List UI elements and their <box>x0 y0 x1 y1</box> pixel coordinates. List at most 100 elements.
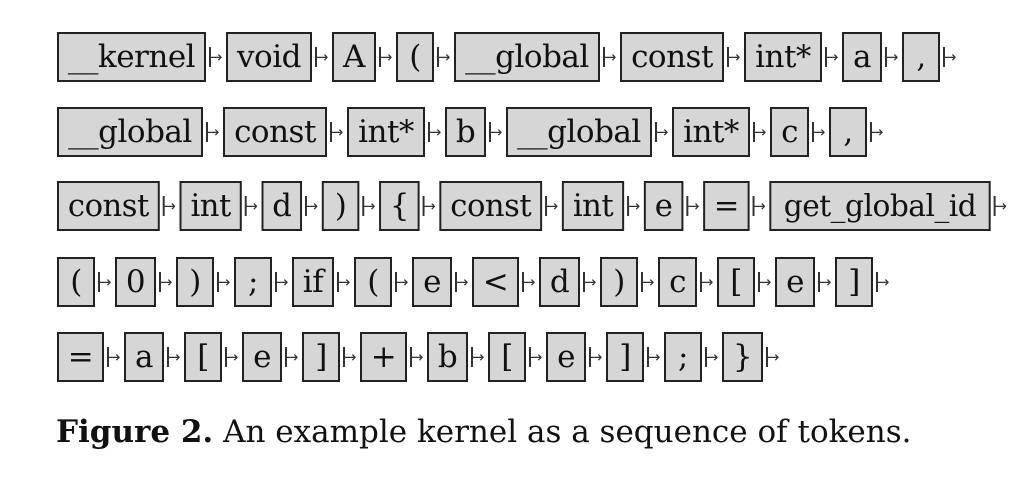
arrow-icon: → <box>870 122 884 142</box>
token-box: const <box>223 107 327 157</box>
token-box: const <box>439 181 543 231</box>
arrow-icon: → <box>825 47 839 67</box>
token-box: 0 <box>115 257 156 307</box>
arrow-icon: → <box>107 347 121 367</box>
arrow-icon: → <box>98 272 112 292</box>
arrow-icon: → <box>162 196 176 216</box>
arrow-icon: → <box>395 272 409 292</box>
arrow-icon: → <box>217 272 231 292</box>
arrow-icon: → <box>428 122 442 142</box>
arrow-icon: → <box>209 47 223 67</box>
arrow-icon: → <box>225 347 239 367</box>
token-box: ( <box>354 257 392 307</box>
token-box: + <box>360 332 407 382</box>
token-box: e <box>775 257 815 307</box>
token-box: a <box>124 332 164 382</box>
token-box: e <box>242 332 282 382</box>
arrow-icon: → <box>244 196 258 216</box>
token-box: , <box>902 32 940 82</box>
arrow-icon: → <box>410 347 424 367</box>
token-box: const <box>620 32 724 82</box>
token-box: int* <box>744 32 822 82</box>
token-box: e <box>412 257 452 307</box>
token-row: __kernel→void→A→(→__global→const→int*→a→… <box>0 32 1022 82</box>
token-box: , <box>829 107 867 157</box>
figure-caption: Figure 2. An example kernel as a sequenc… <box>56 414 911 450</box>
token-box: a <box>842 32 882 82</box>
token-box: A <box>332 32 376 82</box>
caption-label: Figure 2. <box>56 414 214 450</box>
arrow-icon: → <box>422 196 436 216</box>
arrow-icon: → <box>627 196 641 216</box>
token-box: ) <box>321 181 360 231</box>
arrow-icon: → <box>337 272 351 292</box>
token-box: ] <box>302 332 340 382</box>
arrow-icon: → <box>727 47 741 67</box>
token-box: e <box>643 181 684 231</box>
arrow-icon: → <box>206 122 220 142</box>
token-box: { <box>379 181 420 231</box>
arrow-icon: → <box>686 196 700 216</box>
token-box: } <box>722 332 763 382</box>
token-box: ( <box>57 257 95 307</box>
token-row: const→int→d→)→{→const→int→e→=→get_global… <box>1 181 1011 231</box>
token-box: e <box>546 332 586 382</box>
arrow-icon: → <box>885 47 899 67</box>
arrow-icon: → <box>766 347 780 367</box>
token-box: void <box>226 32 312 82</box>
token-box: b <box>427 332 468 382</box>
token-box: [ <box>717 257 755 307</box>
token-box: __global <box>57 107 203 157</box>
token-box: ) <box>600 257 638 307</box>
arrow-icon: → <box>700 272 714 292</box>
arrow-icon: → <box>471 347 485 367</box>
token-box: int <box>179 181 242 231</box>
token-box: = <box>703 181 750 231</box>
token-row: __global→const→int*→b→__global→int*→c→,→ <box>0 107 1022 157</box>
arrow-icon: → <box>379 47 393 67</box>
token-box: const <box>57 181 160 231</box>
token-box: = <box>57 332 104 382</box>
token-box: int* <box>347 107 425 157</box>
token-box: d <box>539 257 580 307</box>
arrow-icon: → <box>758 272 772 292</box>
token-box: < <box>472 257 519 307</box>
token-box: c <box>658 257 697 307</box>
arrow-icon: → <box>641 272 655 292</box>
arrow-icon: → <box>304 196 319 216</box>
token-box: d <box>261 181 303 231</box>
token-box: int* <box>672 107 750 157</box>
token-box: [ <box>184 332 222 382</box>
token-box: [ <box>488 332 526 382</box>
arrow-icon: → <box>818 272 832 292</box>
token-box: ; <box>234 257 272 307</box>
token-box: __kernel <box>57 32 206 82</box>
token-box: if <box>292 257 334 307</box>
arrow-icon: → <box>589 347 603 367</box>
arrow-icon: → <box>489 122 503 142</box>
arrow-icon: → <box>603 47 617 67</box>
token-box: ) <box>176 257 214 307</box>
arrow-icon: → <box>275 272 289 292</box>
arrow-icon: → <box>812 122 826 142</box>
token-box: __global <box>506 107 652 157</box>
arrow-icon: → <box>455 272 469 292</box>
token-row: (→0→)→;→if→(→e→<→d→)→c→[→e→]→ <box>0 257 1022 307</box>
arrow-icon: → <box>343 347 357 367</box>
token-box: ; <box>664 332 702 382</box>
arrow-icon: → <box>315 47 329 67</box>
arrow-icon: → <box>159 272 173 292</box>
arrow-icon: → <box>705 347 719 367</box>
arrow-icon: → <box>545 196 559 216</box>
arrow-icon: → <box>330 122 344 142</box>
arrow-icon: → <box>753 122 767 142</box>
arrow-icon: → <box>167 347 181 367</box>
arrow-icon: → <box>943 47 957 67</box>
arrow-icon: → <box>362 196 376 216</box>
token-box: ] <box>606 332 644 382</box>
token-box: ] <box>835 257 873 307</box>
arrow-icon: → <box>437 47 451 67</box>
token-box: int <box>561 181 625 231</box>
arrow-icon: → <box>583 272 597 292</box>
